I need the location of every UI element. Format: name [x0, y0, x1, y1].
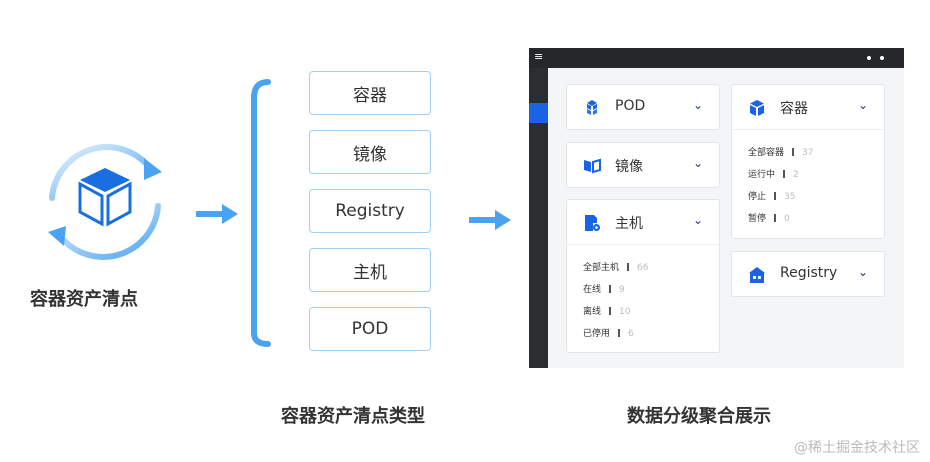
dashboard-preview: ≡ POD ⌄ 镜像 ⌄ [529, 48, 904, 368]
container-icon [750, 100, 764, 116]
cube-refresh-icon [48, 144, 162, 260]
type-item-registry: Registry [309, 189, 431, 233]
type-item-container: 容器 [309, 71, 431, 115]
chevron-down-icon[interactable]: ⌄ [692, 156, 703, 170]
registry-icon [749, 267, 765, 283]
image-card[interactable]: 镜像 ⌄ [566, 142, 720, 188]
dashboard-topbar: ≡ [529, 48, 904, 68]
pod-icon [587, 100, 597, 115]
chevron-down-icon[interactable]: ⌄ [692, 213, 703, 227]
type-item-host: 主机 [309, 248, 431, 292]
sidebar-item-active[interactable] [529, 103, 548, 123]
image-icon [584, 158, 601, 174]
registry-card-title: Registry [780, 265, 838, 281]
dashboard-sidebar [529, 68, 548, 368]
window-dot-icon [867, 56, 871, 60]
window-dot-icon [880, 56, 884, 60]
right-arrow-icon [469, 210, 511, 230]
chevron-down-icon[interactable]: ⌄ [692, 98, 703, 112]
pod-card[interactable]: POD ⌄ [566, 84, 720, 130]
brace-icon [251, 79, 271, 347]
hero [30, 140, 180, 260]
right-arrow-icon [196, 204, 238, 224]
host-card-title: 主机 [615, 216, 643, 232]
types-caption: 容器资产清点类型 [281, 406, 425, 427]
type-item-image: 镜像 [309, 130, 431, 174]
type-item-pod: POD [309, 307, 431, 351]
host-icon [585, 215, 600, 231]
chevron-down-icon[interactable]: ⌄ [857, 98, 868, 112]
pod-card-title: POD [615, 98, 646, 114]
divider [567, 244, 719, 245]
chevron-down-icon[interactable]: ⌄ [857, 265, 868, 279]
watermark: @稀土掘金技术社区 [794, 440, 920, 456]
divider [732, 129, 884, 130]
dashboard-caption: 数据分级聚合展示 [627, 406, 771, 427]
menu-icon[interactable]: ≡ [534, 50, 544, 63]
image-card-title: 镜像 [615, 159, 643, 175]
container-card-title: 容器 [780, 101, 808, 117]
hero-title: 容器资产清点 [30, 289, 138, 310]
registry-card[interactable]: Registry ⌄ [731, 251, 885, 297]
